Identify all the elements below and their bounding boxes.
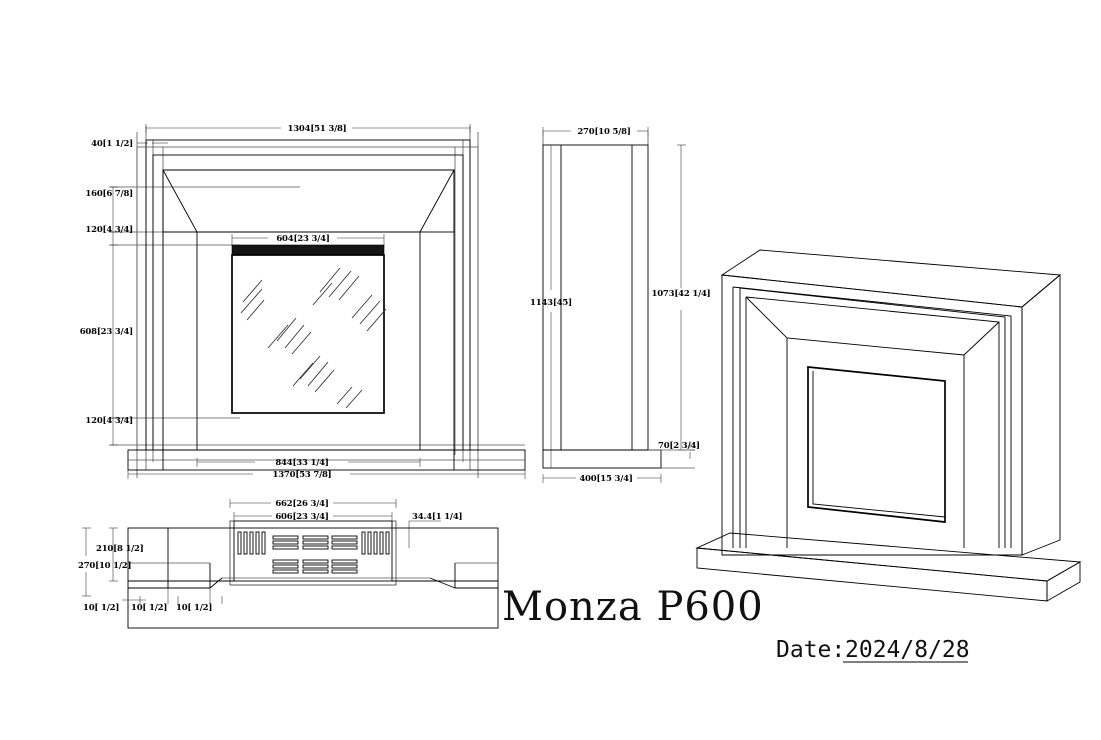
iso-top-face [720, 249, 1062, 308]
front-bevel-mantle [162, 169, 455, 233]
dim-label-gap-right: 10[ 1/2] [176, 603, 212, 613]
dim-label-burner-flange: 34.4[1 1/4] [412, 512, 462, 522]
dim-label-gap-left: 10[ 1/2] [83, 603, 119, 613]
drawing-title: Monza P600 [502, 584, 764, 630]
dim-label-burner-outer-width: 662[26 3/4] [275, 499, 328, 509]
front-elevation-view: 1304[51 3/8] 40[1 1/2] 160[6 7/8] 120[4 … [80, 124, 526, 480]
title-block: Monza P600 Date: 2024/8/28 [502, 584, 970, 663]
iso-firebox-inner-edge [812, 371, 946, 518]
front-glass-reflection-hatch [240, 267, 387, 409]
dim-side-body-height: 1073[42 1/4] [651, 144, 711, 451]
dim-front-upper-band: 120[4 3/4] [85, 225, 133, 246]
front-hearth [127, 449, 526, 471]
burner-enclosure-detail [128, 528, 498, 589]
dim-label-upper-bevel: 160[6 7/8] [85, 189, 133, 199]
iso-front-face [721, 274, 1023, 556]
dim-front-upper-bevel: 160[6 7/8] [85, 186, 133, 233]
dim-burner-overall-height: 270[10 1/2] [78, 527, 132, 597]
dim-burner-inner-width: 606[23 3/4] [233, 512, 393, 522]
iso-firebox-opening [807, 366, 946, 523]
front-glass-frame [231, 254, 385, 414]
iso-inset-frame-1 [732, 286, 1012, 548]
dim-side-base-depth: 400[15 3/4] [542, 474, 662, 484]
iso-inset-frame-2 [739, 287, 1006, 548]
dim-label-top-trim: 40[1 1/2] [91, 139, 133, 149]
burner-body-flange [229, 520, 397, 586]
burner-plan-view: 662[26 3/4] 606[23 3/4] 34.4[1 1/4] [78, 499, 499, 629]
dim-front-top-trim: 40[1 1/2] [91, 139, 168, 149]
dim-burner-gap-mid: 10[ 1/2] [131, 588, 179, 613]
dim-label-plinth-height: 70[2 3/4] [658, 441, 700, 451]
dim-front-glass-width: 604[23 3/4] [231, 234, 385, 246]
dim-label-body-height: 1073[42 1/4] [651, 289, 710, 299]
front-glass-header-bar [231, 244, 385, 256]
dim-label-overall-width: 1304[51 3/8] [287, 124, 346, 134]
front-outer-frame [145, 139, 471, 451]
dim-label-base-depth: 400[15 3/4] [579, 474, 632, 484]
burner-left-vent-slots [237, 531, 266, 555]
dim-label-opening-height: 608[23 3/4] [80, 327, 133, 337]
dim-label-upper-band: 120[4 3/4] [85, 225, 133, 235]
dim-front-overall-width: 1304[51 3/8] [145, 124, 471, 134]
front-second-frame [152, 154, 464, 451]
burner-flame-slots [272, 535, 358, 574]
side-plinth [542, 449, 662, 469]
dim-burner-outer-width: 662[26 3/4] [229, 499, 397, 509]
burner-right-vent-slots [361, 531, 390, 555]
side-elevation-view: 270[10 5/8] 1143[45] 1073[42 1/4] [530, 127, 711, 484]
front-glass-panel [231, 244, 387, 414]
isometric-view [695, 249, 1082, 602]
date-value: 2024/8/28 [845, 637, 970, 663]
dim-burner-height: 210[8 1/2] [96, 527, 144, 582]
dim-label-total-height: 1143[45] [530, 298, 572, 308]
burner-outer-enclosure [127, 527, 499, 629]
dim-burner-flange: 34.4[1 1/4] [408, 512, 463, 548]
dim-side-total-height: 1143[45] [530, 145, 572, 468]
dim-side-top-depth: 270[10 5/8] [542, 127, 649, 137]
dim-front-opening-height: 608[23 3/4] [80, 245, 133, 418]
dim-label-burner-inner-width: 606[23 3/4] [275, 512, 328, 522]
dim-front-lower-band: 120[4 3/4] [85, 416, 133, 446]
dim-label-glass-width: 604[23 3/4] [276, 234, 329, 244]
dim-label-base-width: 1370[53 7/8] [272, 470, 331, 480]
iso-plinth-right [1046, 561, 1081, 602]
dim-label-burner-height: 210[8 1/2] [96, 544, 144, 554]
dim-label-top-depth: 270[10 5/8] [577, 127, 630, 137]
dim-front-base-width: 1370[53 7/8] [127, 470, 526, 480]
dim-label-inner-base-width: 844[33 1/4] [275, 458, 328, 468]
front-outer-shadow [136, 146, 479, 451]
iso-right-face [1021, 274, 1061, 556]
dim-burner-gap-left: 10[ 1/2] [83, 596, 146, 613]
date-label: Date: [776, 637, 845, 663]
dim-side-plinth-height: 70[2 3/4] [648, 441, 700, 469]
dim-label-lower-band: 120[4 3/4] [85, 416, 133, 426]
dim-front-inner-base-width: 844[33 1/4] [196, 458, 421, 468]
dim-label-burner-overall-height: 270[10 1/2] [78, 561, 131, 571]
iso-bevel-band [745, 296, 1000, 356]
front-third-frame [162, 169, 455, 451]
dim-burner-gap-right: 10[ 1/2] [176, 588, 223, 613]
dim-label-gap-mid: 10[ 1/2] [131, 603, 167, 613]
